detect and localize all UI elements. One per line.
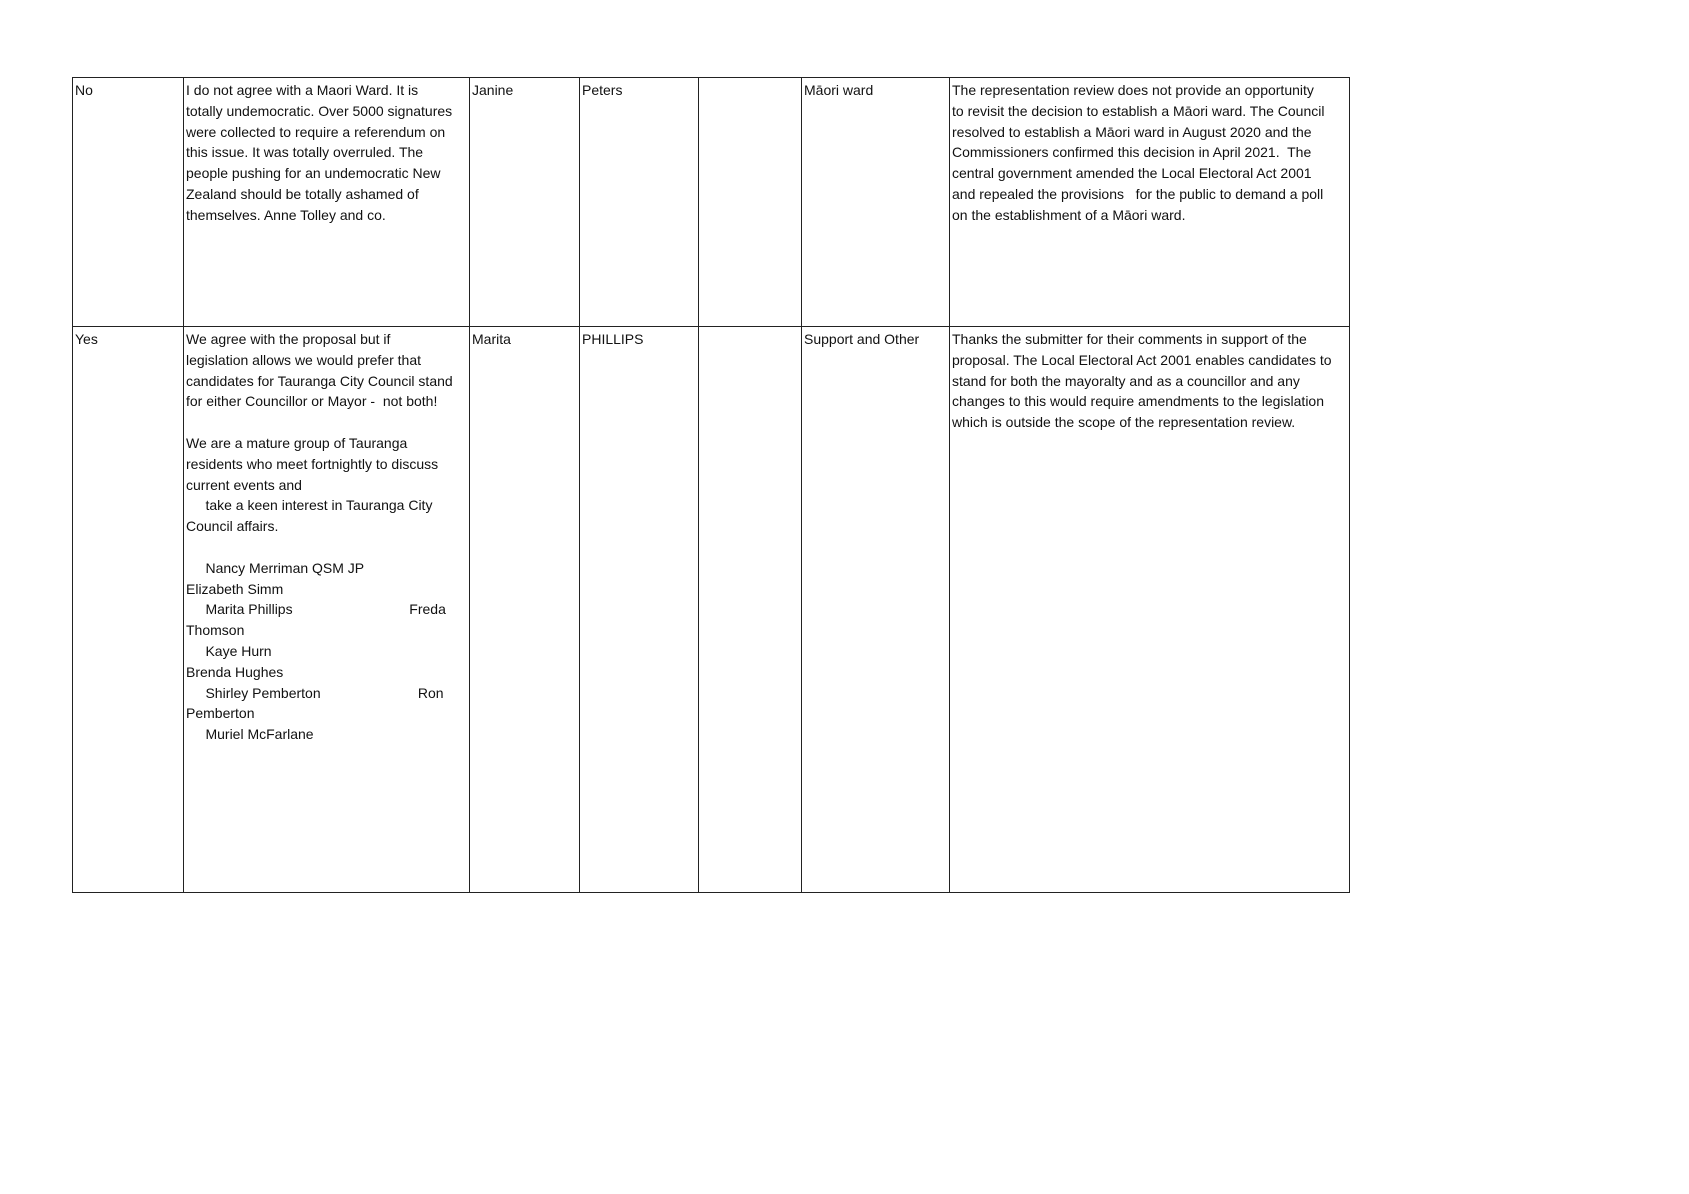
comment-cell: We agree with the proposal but if legisl…: [183, 326, 470, 893]
topic-cell: Māori ward: [801, 77, 950, 327]
answer-cell: Yes: [72, 326, 184, 893]
last-name-cell: PHILLIPS: [579, 326, 699, 893]
first-name-cell: Janine: [469, 77, 580, 327]
submissions-table: No I do not agree with a Maori Ward. It …: [72, 77, 1350, 893]
answer-cell: No: [72, 77, 184, 327]
organisation-cell: [698, 77, 802, 327]
first-name-cell: Marita: [469, 326, 580, 893]
response-cell: The representation review does not provi…: [949, 77, 1350, 327]
comment-cell: I do not agree with a Maori Ward. It is …: [183, 77, 470, 327]
table-row: Yes We agree with the proposal but if le…: [72, 326, 1350, 893]
last-name-cell: Peters: [579, 77, 699, 327]
table-row: No I do not agree with a Maori Ward. It …: [72, 77, 1350, 327]
topic-cell: Support and Other: [801, 326, 950, 893]
organisation-cell: [698, 326, 802, 893]
response-cell: Thanks the submitter for their comments …: [949, 326, 1350, 893]
